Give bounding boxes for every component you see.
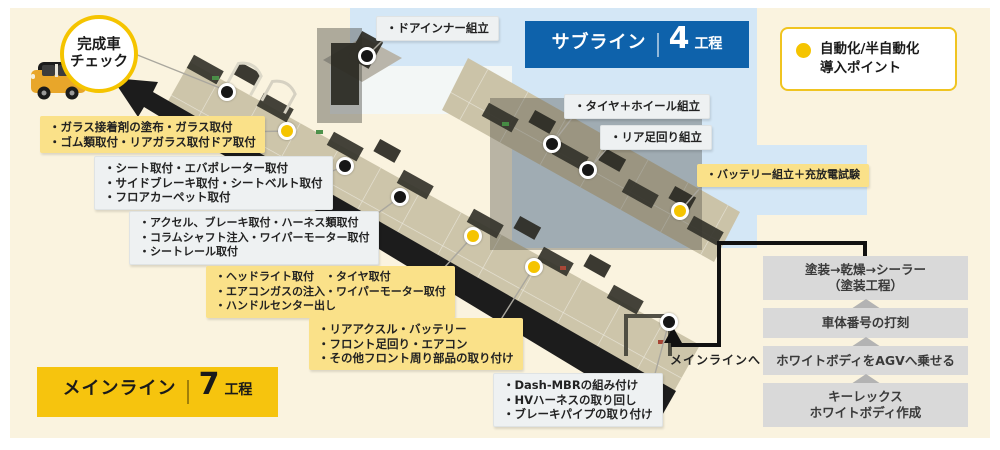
process-dot-door-inner bbox=[358, 47, 376, 65]
process-dot-accel bbox=[391, 188, 409, 206]
legend-line2: 導入ポイント bbox=[820, 60, 901, 76]
automation-dot-icon bbox=[796, 43, 811, 58]
label-rear-axle-battery: ・リアアクスル・バッテリー ・フロント足回り・エアコン ・その他フロント周り部品… bbox=[309, 318, 523, 370]
label-glass-install: ・ガラス接着剤の塗布・ガラス取付 ・ゴム類取付・リアガラス取付ドア取付 bbox=[40, 116, 265, 153]
subline-process-unit: 工程 bbox=[694, 36, 723, 52]
final-check-line1: 完成車 bbox=[77, 37, 121, 53]
mainline-banner: メインライン 7 工程 bbox=[37, 367, 278, 417]
label-battery-test: ・バッテリー組立＋充放電試験 bbox=[697, 164, 869, 187]
up-arrow-icon bbox=[850, 299, 881, 309]
subline-name: サブライン bbox=[551, 32, 647, 53]
label-accel-brake-install: ・アクセル、ブレーキ取付・ハーネス類取付 ・コラムシャフト注入・ワイパーモーター… bbox=[129, 211, 380, 265]
process-dot-battery-automated bbox=[671, 202, 689, 220]
flow-step-body-number: 車体番号の打刻 bbox=[763, 308, 968, 338]
banner-separator bbox=[186, 380, 189, 404]
label-tire-wheel: ・タイヤ＋ホイール組立 bbox=[564, 94, 711, 119]
final-check-badge: 完成車 チェック bbox=[60, 15, 138, 93]
label-door-inner: ・ドアインナー組立 bbox=[376, 16, 499, 41]
label-dash-mbr: ・Dash-MBRの組み付け ・HVハーネスの取り回し ・ブレーキパイプの取り付… bbox=[493, 373, 663, 427]
paint-prep-flow: 塗装→乾燥→シーラー （塗装工程） 車体番号の打刻 ホワイトボディをAGVへ乗せ… bbox=[763, 256, 968, 427]
to-main-line-label: メインラインへ bbox=[670, 353, 762, 367]
mainline-name: メインライン bbox=[62, 378, 177, 399]
up-arrow-icon bbox=[850, 337, 881, 347]
process-dot-glass-automated bbox=[278, 122, 296, 140]
mainline-process-count: 7 bbox=[198, 367, 220, 402]
mainline-process-unit: 工程 bbox=[224, 382, 253, 398]
label-headlight-install: ・ヘッドライト取付 ・タイヤ取付 ・エアコンガスの注入・ワイパーモーター取付 ・… bbox=[206, 266, 455, 318]
process-dot-rear-axle-automated bbox=[525, 258, 543, 276]
process-dot-mainline-entry bbox=[660, 313, 678, 331]
legend-line1: 自動化/半自動化 bbox=[820, 41, 920, 57]
label-rear-suspension: ・リア足回り組立 bbox=[600, 125, 712, 150]
label-seat-install: ・シート取付・エバポレーター取付 ・サイドブレーキ取付・シートベルト取付 ・フロ… bbox=[94, 156, 333, 210]
flow-step-agv-load: ホワイトボディをAGVへ乗せる bbox=[763, 346, 968, 375]
paint-to-mainline-connector bbox=[664, 241, 867, 347]
flow-step-white-body: キーレックス ホワイトボディ作成 bbox=[763, 383, 968, 427]
subline-banner: サブライン 4 工程 bbox=[525, 21, 749, 68]
subline-process-count: 4 bbox=[668, 21, 690, 56]
subline-floor bbox=[442, 58, 740, 262]
process-dot-rear-suspension bbox=[579, 161, 597, 179]
process-dot-final-check bbox=[218, 83, 236, 101]
machinery-silhouettes bbox=[186, 30, 724, 356]
process-dot-headlight-automated bbox=[464, 227, 482, 245]
final-check-line2: チェック bbox=[70, 54, 128, 70]
flow-step-painting: 塗装→乾燥→シーラー （塗装工程） bbox=[763, 256, 968, 300]
process-dot-tire-wheel bbox=[543, 135, 561, 153]
up-arrow-icon bbox=[850, 374, 881, 384]
mainline-floor bbox=[158, 62, 700, 402]
legend-text: 自動化/半自動化 導入ポイント bbox=[820, 40, 919, 78]
banner-separator bbox=[656, 32, 659, 57]
automation-legend: 自動化/半自動化 導入ポイント bbox=[780, 27, 957, 91]
process-dot-seat bbox=[336, 157, 354, 175]
